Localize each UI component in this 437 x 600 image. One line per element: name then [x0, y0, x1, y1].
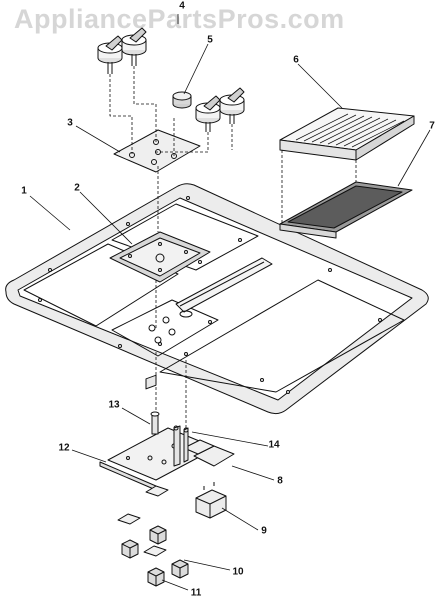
callout-1: 1	[21, 185, 27, 197]
callout-4: 4	[179, 0, 185, 12]
grill-box	[279, 107, 415, 161]
callout-13: 13	[108, 399, 120, 411]
control-knobs	[97, 27, 245, 132]
callout-8: 8	[277, 475, 283, 487]
burner-plate	[109, 231, 211, 283]
switch-mount-plate	[113, 129, 201, 173]
callout-6: 6	[293, 54, 299, 66]
bracket-arm	[173, 425, 189, 467]
callout-11: 11	[190, 587, 202, 599]
relay-module	[195, 482, 227, 519]
callout-7: 7	[429, 120, 435, 132]
cooktop-frame	[5, 183, 429, 415]
indicator-cap	[172, 91, 192, 109]
mesh-filter	[279, 181, 413, 239]
callout-3: 3	[67, 117, 73, 129]
infinite-switches	[117, 485, 189, 587]
screw	[150, 411, 160, 435]
callout-9: 9	[261, 525, 267, 537]
switch-bracket	[99, 374, 235, 491]
callout-12: 12	[58, 442, 70, 454]
callout-2: 2	[74, 182, 80, 194]
watermark-text: AppliancePartsPros.com	[14, 4, 345, 34]
callout-5: 5	[207, 34, 213, 46]
callout-10: 10	[232, 566, 244, 578]
callout-14: 14	[268, 439, 280, 451]
